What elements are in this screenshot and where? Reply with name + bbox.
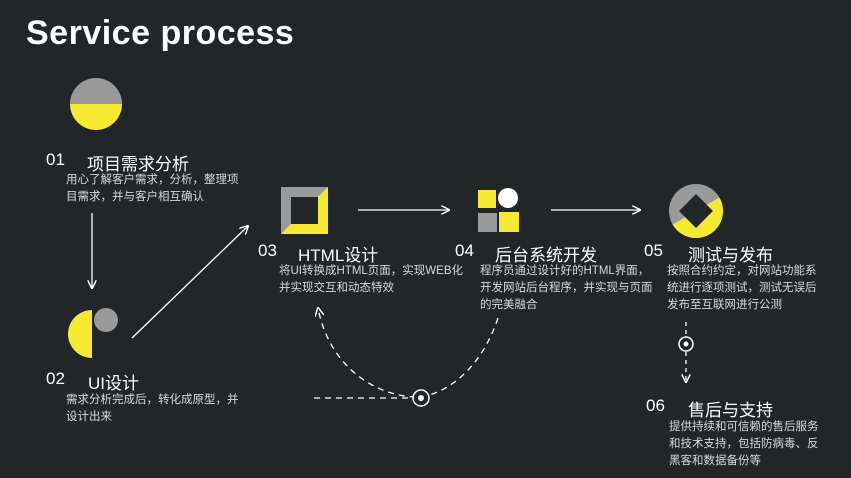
half-moon-dot-icon	[68, 308, 118, 358]
grid-blocks-icon	[478, 188, 519, 232]
step-05-name: 测试与发布	[688, 246, 773, 265]
step-02-number: 02	[46, 369, 65, 388]
down-node-icon	[678, 336, 694, 352]
step-04-number: 04	[455, 241, 474, 260]
step-02-name: UI设计	[88, 374, 139, 393]
page-title: Service process	[26, 14, 295, 52]
half-circle-icon	[70, 78, 122, 130]
step-04-name: 后台系统开发	[495, 246, 597, 265]
step-02-description: 需求分析完成后，转化成原型，并设计出来	[66, 394, 239, 423]
step-01-name: 项目需求分析	[87, 155, 189, 174]
step-06-description: 提供持续和可信赖的售后服务和技术支持，包括防病毒、反黑客和数据备份等	[669, 421, 819, 467]
step-03-name: HTML设计	[298, 246, 379, 265]
step-06-name: 售后与支持	[688, 401, 773, 420]
loop-node-icon	[412, 389, 430, 407]
step-05-description: 按照合约约定，对网站功能系统进行逐项测试，测试无误后发布至互联网进行公测	[667, 265, 817, 311]
step-03-number: 03	[258, 241, 277, 260]
step-05-number: 05	[644, 241, 663, 260]
diamond-circle-icon	[669, 184, 723, 238]
step-01-number: 01	[46, 150, 65, 169]
step-01-description: 用心了解客户需求，分析，整理项目需求，并与客户相互确认	[66, 174, 239, 203]
step-03-description: 将UI转换成HTML页面，实现WEB化并实现交互和动态特效	[279, 265, 463, 294]
square-frame-icon	[281, 187, 328, 234]
step-06-number: 06	[646, 396, 665, 415]
step-04-description: 程序员通过设计好的HTML界面，开发网站后台程序，并实现与页面的完美融合	[480, 265, 653, 311]
